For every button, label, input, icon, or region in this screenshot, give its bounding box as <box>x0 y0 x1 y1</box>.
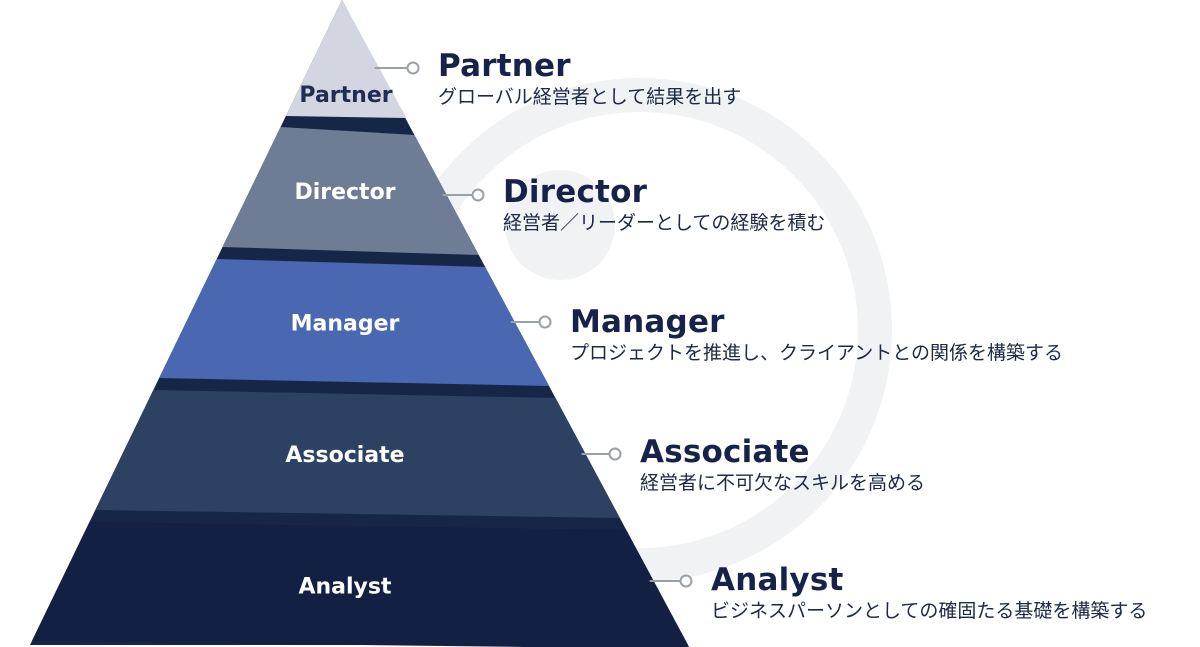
tier-shape-associate <box>95 390 620 518</box>
tier-label-associate: Associate <box>285 443 404 468</box>
connector-dot-manager <box>538 315 552 329</box>
tier-description-partner: Partner グローバル経営者として結果を出す <box>438 48 741 109</box>
connector-dot-director <box>471 188 485 202</box>
callout-connectors <box>374 61 693 588</box>
tier-text-partner: グローバル経営者として結果を出す <box>438 86 742 108</box>
tier-shape-manager <box>159 259 550 386</box>
tier-shape-director <box>222 127 479 255</box>
tier-text-manager: プロジェクトを推進し、クライアントとの関係を構築する <box>570 342 1064 364</box>
tier-text-analyst: ビジネスパーソンとしての確固たる基礎を構築する <box>711 600 1148 622</box>
connector-dot-analyst <box>679 574 693 588</box>
watermark-figure <box>505 170 615 280</box>
tier-title-associate: Associate <box>640 434 810 470</box>
tier-description-manager: Manager プロジェクトを推進し、クライアントとの関係を構築する <box>570 304 1063 365</box>
tier-description-director: Director 経営者／リーダーとしての経験を積む <box>503 174 825 235</box>
tier-label-manager: Manager <box>291 312 400 337</box>
tier-shape-partner <box>285 0 407 118</box>
tier-label-director: Director <box>294 180 395 205</box>
tier-title-manager: Manager <box>570 304 725 340</box>
tier-title-analyst: Analyst <box>711 562 844 598</box>
tier-text-associate: 経営者に不可欠なスキルを高める <box>640 472 926 494</box>
tier-description-analyst: Analyst ビジネスパーソンとしての確固たる基礎を構築する <box>711 562 1147 623</box>
tier-title-partner: Partner <box>438 48 571 84</box>
tier-label-partner: Partner <box>299 83 392 108</box>
tier-text-director: 経営者／リーダーとしての経験を積む <box>503 212 826 234</box>
tier-description-associate: Associate 経営者に不可欠なスキルを高める <box>640 434 925 495</box>
connector-dot-partner <box>406 61 420 75</box>
tier-shape-analyst <box>31 522 690 647</box>
tier-title-director: Director <box>503 174 648 210</box>
connector-dot-associate <box>608 447 622 461</box>
tier-label-analyst: Analyst <box>298 575 392 600</box>
